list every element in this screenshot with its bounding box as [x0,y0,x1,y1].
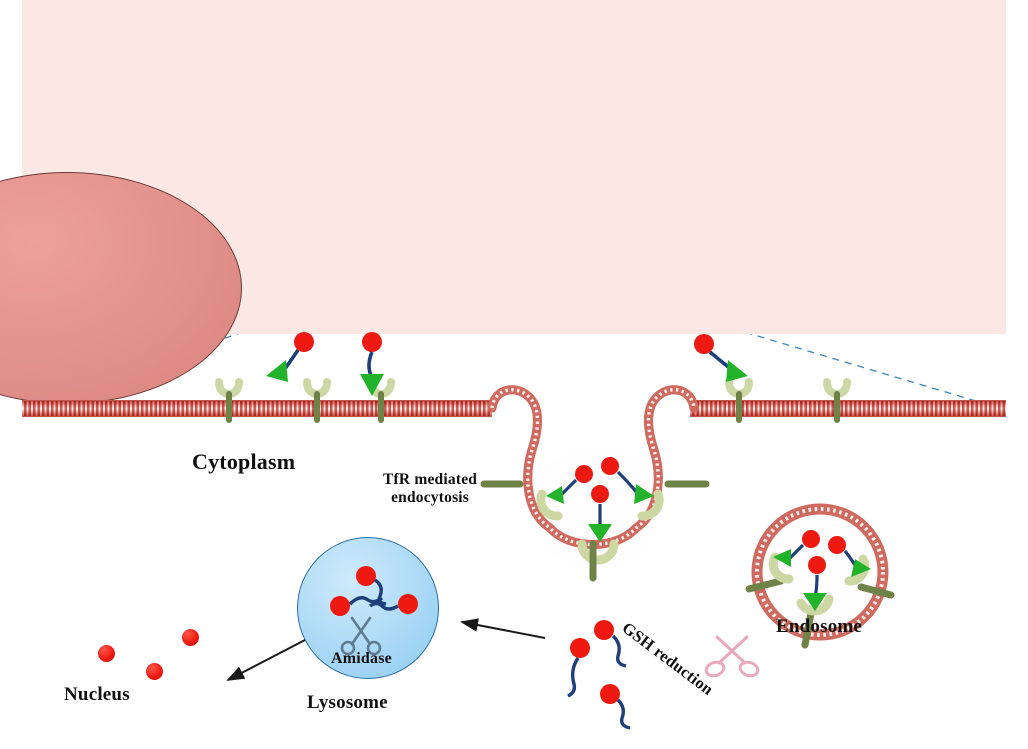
nuclear-dox [146,663,163,680]
extracellular-conjugate [694,334,748,382]
cytoplasm-label: Cytoplasm [192,449,296,474]
endosome-membrane [745,503,895,649]
amidase-label: Amidase [331,650,392,667]
extracellular-conjugate [360,332,384,396]
plasma-membrane-left [22,400,492,417]
free-dox-sh-group [567,620,631,730]
nuclear-dox [182,629,199,646]
surface-receptor [823,378,851,423]
tfr-label-line1: TfR mediated [383,471,478,488]
arrow-to-lysosome [460,618,546,639]
tfr-endocytosis-label: TfR mediated endocytosis [383,471,477,507]
endosome-label: Endosome [776,616,863,637]
surface-receptor [303,378,331,423]
lysosome-label: Lysosome [307,692,388,713]
arrow-to-nucleus [226,639,306,681]
vesicle-interior [532,444,662,572]
nuclear-dox [98,645,115,662]
vesicle-cargo [536,457,664,565]
surface-receptor [725,378,753,423]
nucleus-label: Nucleus [64,684,130,705]
lysosome-contents [330,566,418,656]
surface-receptor [215,378,243,423]
extracellular-conjugate [266,332,314,382]
tumor-cell-zoom-panel [0,0,1028,404]
plasma-membrane-right [690,400,1006,417]
vesicle-receptor-stems [480,480,710,582]
tfr-label-line2: endocytosis [391,489,470,506]
gsh-scissors-icon [704,635,760,678]
lysosome [297,537,439,679]
endosome [745,497,895,649]
